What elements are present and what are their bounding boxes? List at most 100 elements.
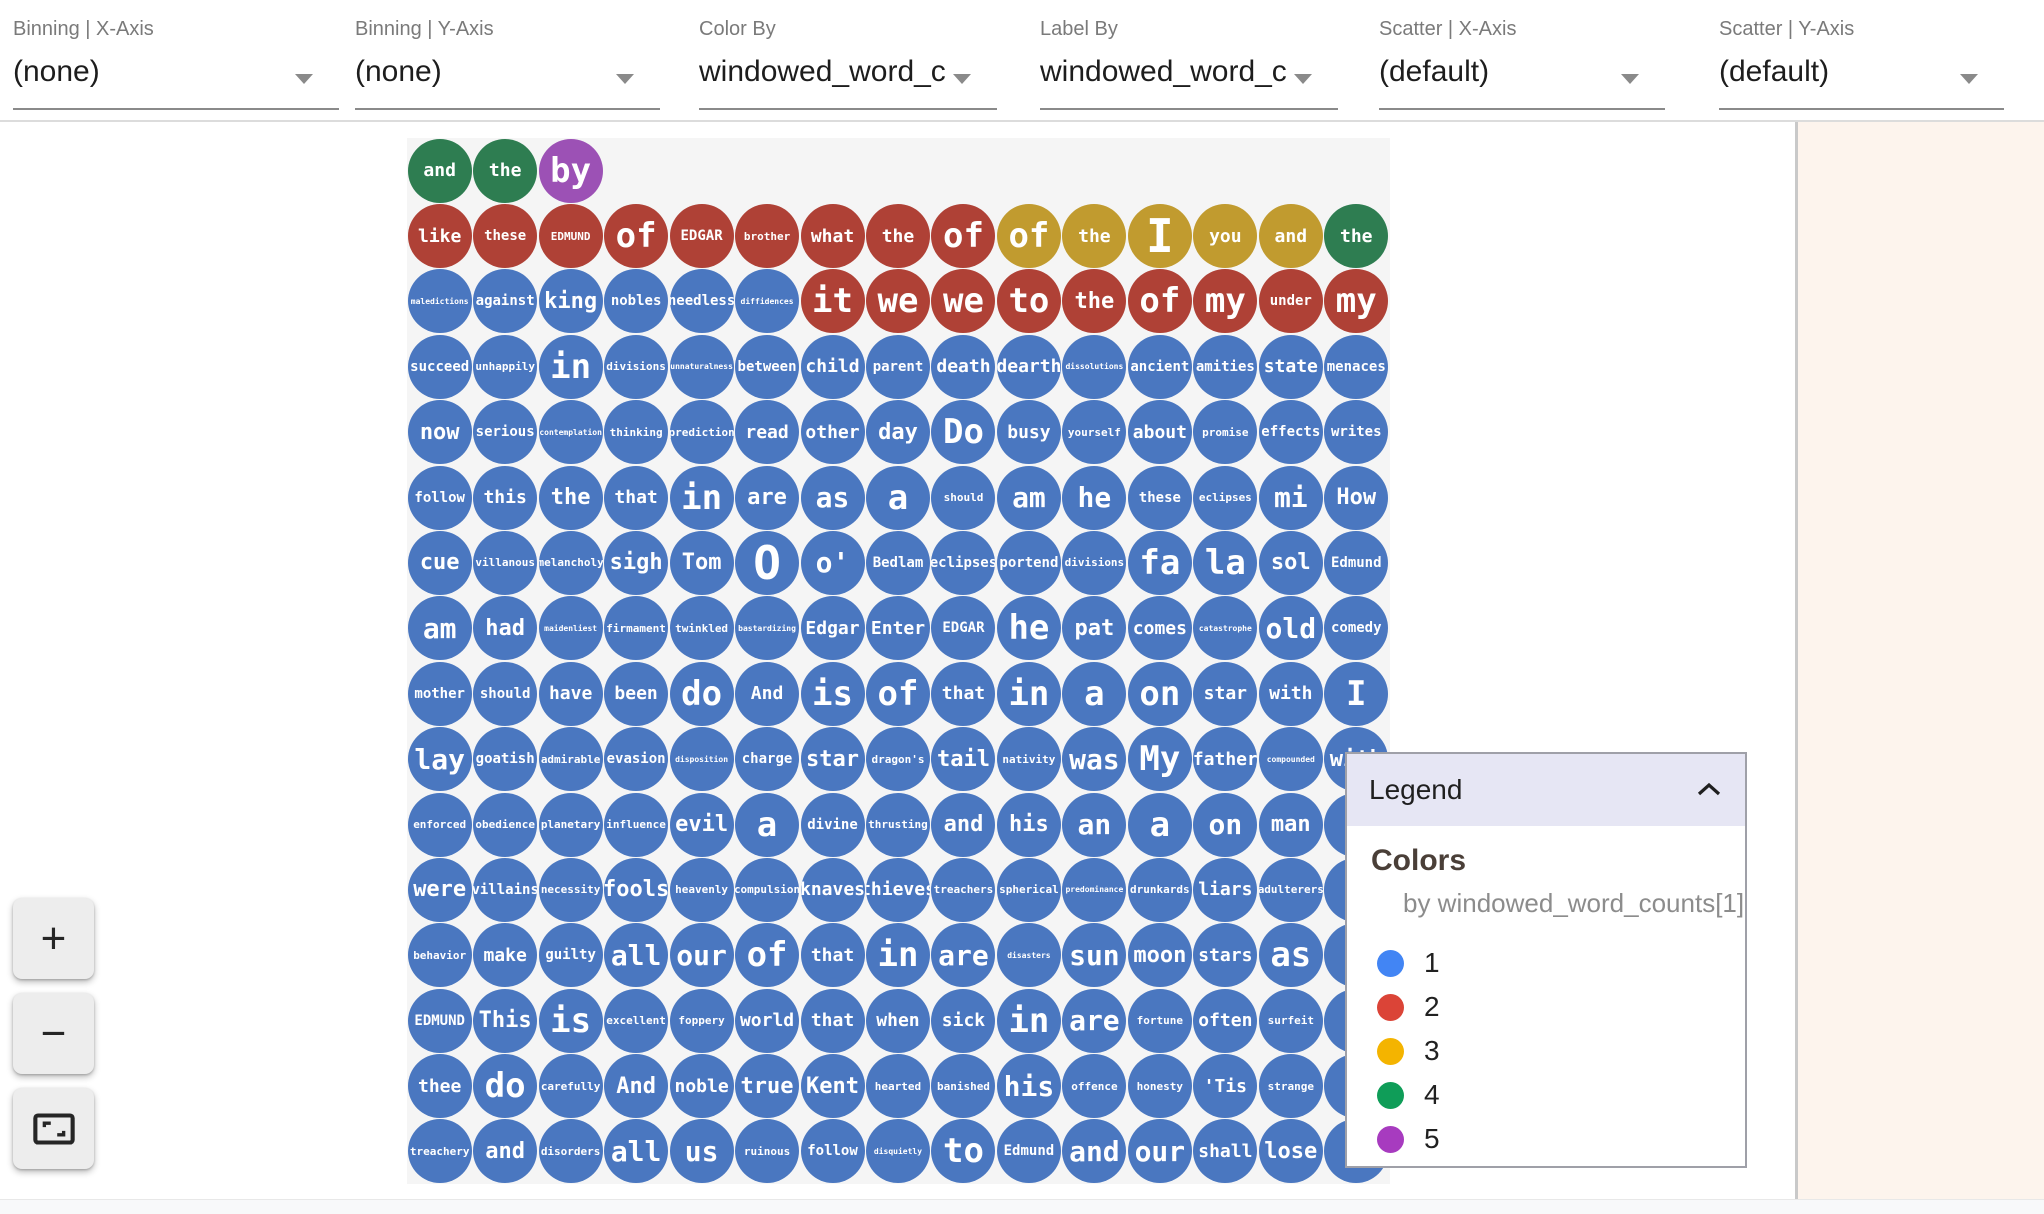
word-dot[interactable]: effects [1258, 400, 1323, 465]
word-dot[interactable]: amities [1193, 334, 1258, 399]
word-dot[interactable]: in [996, 988, 1061, 1053]
word-dot[interactable]: the [1062, 269, 1127, 334]
word-dot[interactable]: often [1193, 988, 1258, 1053]
word-dot[interactable]: moon [1127, 923, 1192, 988]
word-dot[interactable]: lose [1258, 1119, 1323, 1184]
word-dot[interactable]: mi [1258, 465, 1323, 530]
word-dot[interactable]: by [538, 138, 603, 203]
word-dot[interactable]: hearted [865, 1054, 930, 1119]
word-dot[interactable]: heavenly [669, 857, 734, 922]
word-dot[interactable]: brother [735, 204, 800, 269]
zoom-out-button[interactable]: − [13, 993, 94, 1074]
word-dot[interactable]: Bedlam [865, 530, 930, 595]
word-dot[interactable]: busy [996, 400, 1061, 465]
word-dot[interactable]: disposition [669, 727, 734, 792]
word-dot[interactable]: contemplation [538, 400, 603, 465]
word-dot[interactable]: all [604, 923, 669, 988]
word-dot[interactable]: la [1193, 530, 1258, 595]
word-dot[interactable]: portend [996, 530, 1061, 595]
word-dot[interactable]: king [538, 269, 603, 334]
word-dot[interactable]: comedy [1324, 596, 1389, 661]
word-dot[interactable]: I [1127, 204, 1192, 269]
word-dot[interactable]: Edmund [996, 1119, 1061, 1184]
word-dot[interactable]: treachers [931, 857, 996, 922]
word-dot[interactable]: my [1324, 269, 1389, 334]
word-dot[interactable]: are [931, 923, 996, 988]
word-dot[interactable]: had [473, 596, 538, 661]
word-dot[interactable]: the [538, 465, 603, 530]
word-dot[interactable]: noble [669, 1054, 734, 1119]
word-dot[interactable]: and [473, 1119, 538, 1184]
word-dot[interactable]: and [407, 138, 472, 203]
legend-entry[interactable]: 2 [1347, 985, 1745, 1029]
word-dot[interactable]: serious [473, 400, 538, 465]
word-dot[interactable]: adulterers [1258, 857, 1323, 922]
word-dot[interactable]: a [865, 465, 930, 530]
word-dot[interactable]: disquietly [865, 1119, 930, 1184]
legend-entry[interactable]: 1 [1347, 941, 1745, 985]
word-dot[interactable]: Edgar [800, 596, 865, 661]
word-dot[interactable]: an [1062, 792, 1127, 857]
word-dot[interactable]: How [1324, 465, 1389, 530]
word-dot[interactable]: to [931, 1119, 996, 1184]
word-dot[interactable]: a [1127, 792, 1192, 857]
legend-entry[interactable]: 3 [1347, 1029, 1745, 1073]
word-dot[interactable]: been [604, 661, 669, 726]
word-dot[interactable]: you [1193, 204, 1258, 269]
word-dot[interactable]: we [865, 269, 930, 334]
word-dot[interactable]: unhappily [473, 334, 538, 399]
word-dot[interactable]: as [1258, 923, 1323, 988]
word-dot[interactable]: This [473, 988, 538, 1053]
word-dot[interactable]: excellent [604, 988, 669, 1053]
word-dot[interactable]: a [735, 792, 800, 857]
dropdown-color-by[interactable]: Color By windowed_word_c [699, 16, 997, 110]
word-dot[interactable]: melancholy [538, 530, 603, 595]
word-dot[interactable]: it [800, 269, 865, 334]
word-dot[interactable]: And [604, 1054, 669, 1119]
word-dot[interactable]: read [735, 400, 800, 465]
word-dot[interactable]: do [669, 661, 734, 726]
word-dot[interactable]: prediction [669, 400, 734, 465]
word-dot[interactable]: now [407, 400, 472, 465]
word-dot[interactable]: and [1258, 204, 1323, 269]
word-dot[interactable]: should [931, 465, 996, 530]
word-dot[interactable]: old [1258, 596, 1323, 661]
word-dot[interactable]: behavior [407, 923, 472, 988]
word-dot[interactable]: was [1062, 727, 1127, 792]
word-dot[interactable]: guilty [538, 923, 603, 988]
word-dot[interactable]: O [735, 530, 800, 595]
word-dot[interactable]: these [1127, 465, 1192, 530]
word-dot[interactable]: eclipses [1193, 465, 1258, 530]
word-dot[interactable]: foppery [669, 988, 734, 1053]
word-dot[interactable]: divisions [1062, 530, 1127, 595]
word-dot[interactable]: twinkled [669, 596, 734, 661]
word-dot[interactable]: other [800, 400, 865, 465]
legend-entry[interactable]: 4 [1347, 1073, 1745, 1117]
word-dot[interactable]: evasion [604, 727, 669, 792]
word-dot[interactable]: true [735, 1054, 800, 1119]
word-dot[interactable]: when [865, 988, 930, 1053]
word-dot[interactable]: promise [1193, 400, 1258, 465]
word-dot[interactable]: maledictions [407, 269, 472, 334]
word-dot[interactable]: a [1062, 661, 1127, 726]
word-dot[interactable]: compounded [1258, 727, 1323, 792]
word-dot[interactable]: we [931, 269, 996, 334]
word-dot[interactable]: firmament [604, 596, 669, 661]
word-dot[interactable]: our [669, 923, 734, 988]
word-dot[interactable]: are [1062, 988, 1127, 1053]
word-dot[interactable]: father [1193, 727, 1258, 792]
word-dot[interactable]: nobles [604, 269, 669, 334]
word-dot[interactable]: child [800, 334, 865, 399]
word-dot[interactable]: compulsion [735, 857, 800, 922]
word-dot[interactable]: follow [407, 465, 472, 530]
word-dot[interactable]: enforced [407, 792, 472, 857]
word-dot[interactable]: am [407, 596, 472, 661]
word-dot[interactable]: Edmund [1324, 530, 1389, 595]
word-dot[interactable]: that [604, 465, 669, 530]
word-dot[interactable]: obedience [473, 792, 538, 857]
word-dot[interactable]: banished [931, 1054, 996, 1119]
word-dot[interactable]: are [735, 465, 800, 530]
word-dot[interactable]: admirable [538, 727, 603, 792]
word-dot[interactable]: these [473, 204, 538, 269]
word-dot[interactable]: have [538, 661, 603, 726]
